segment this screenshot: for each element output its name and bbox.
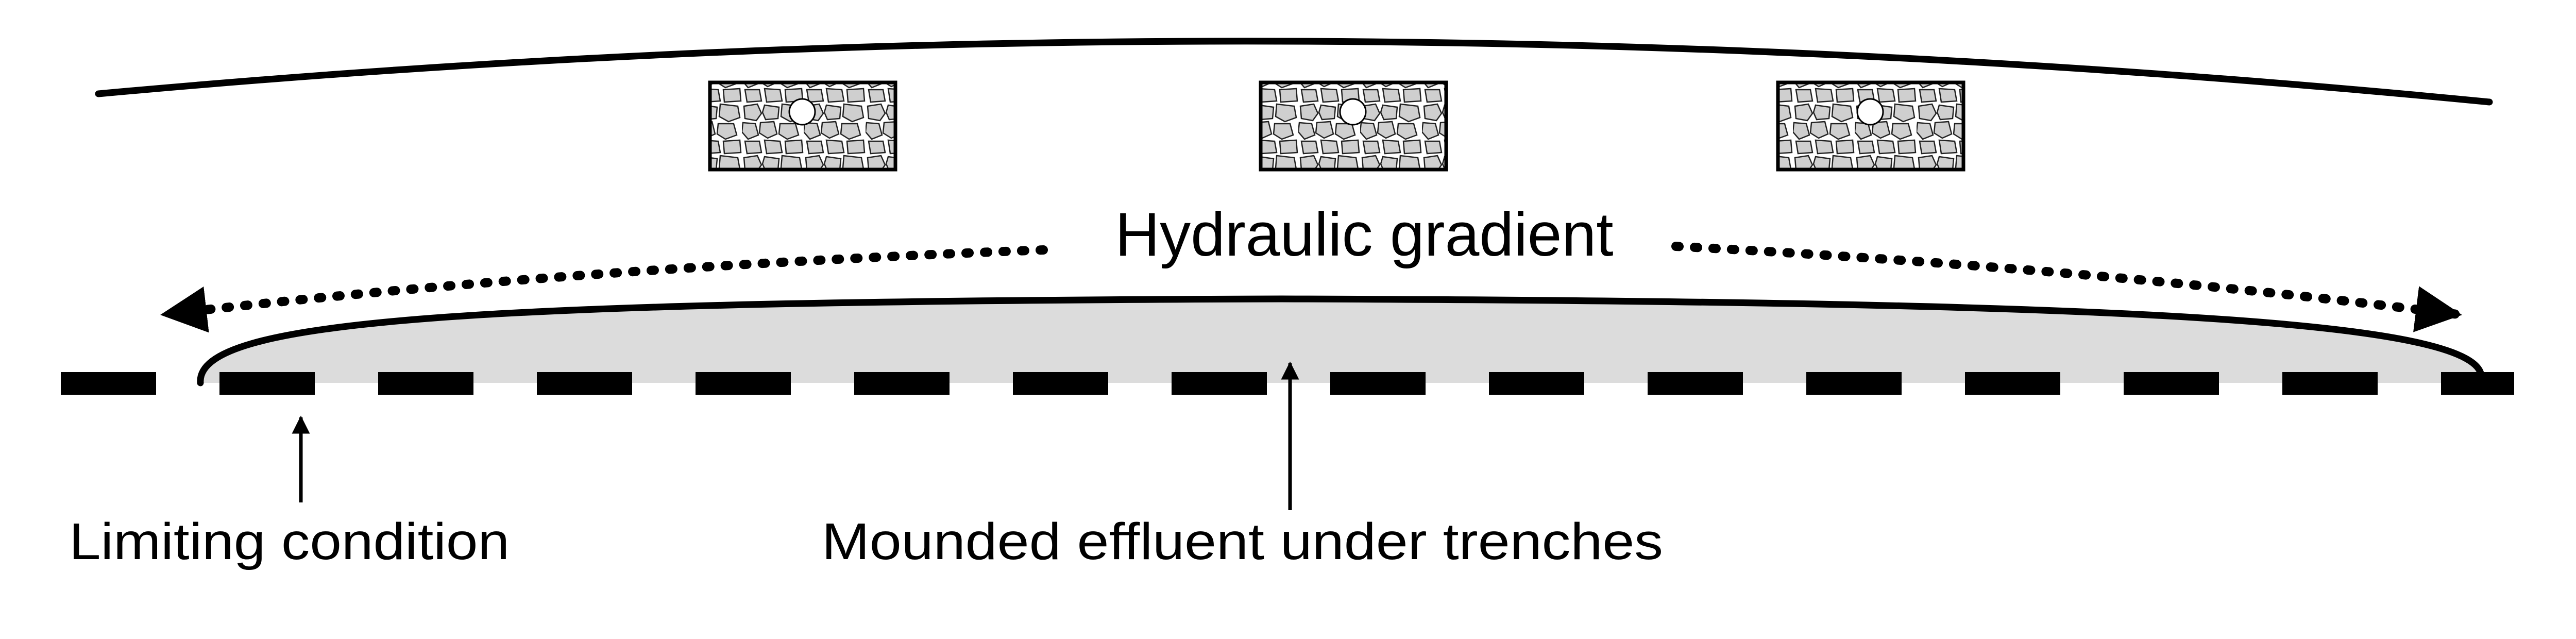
- limiting-layer-dash: [1965, 372, 2060, 395]
- hydraulic-gradient-label: Hydraulic gradient: [1115, 200, 1613, 269]
- limiting-layer-dash: [1489, 372, 1584, 395]
- limiting-layer-dash: [2441, 372, 2514, 395]
- gravel-trench: [1259, 80, 1448, 172]
- hydraulic-gradient-arrow-left: [160, 245, 1048, 333]
- mounded-effluent-label: Mounded effluent under trenches: [822, 513, 1663, 570]
- limiting-layer-dash: [219, 372, 315, 395]
- trench-right: [1776, 80, 1965, 172]
- limiting-layer-dash: [537, 372, 632, 395]
- hydraulic-gradient-arrow-right: [1671, 242, 2462, 332]
- limiting-condition-label: Limiting condition: [69, 513, 510, 570]
- distribution-pipe: [1856, 98, 1884, 126]
- limiting-layer-dash: [1172, 372, 1267, 395]
- limiting-layer-dash: [854, 372, 950, 395]
- ground-surface-line: [95, 38, 2493, 106]
- mound-outline: [197, 295, 2485, 386]
- limiting-layer-line: [61, 372, 2514, 395]
- limiting-layer-dash: [1013, 372, 1108, 395]
- limiting-layer-dash: [1806, 372, 1902, 395]
- distribution-pipe: [1339, 98, 1367, 126]
- limiting-layer-dash: [1648, 372, 1743, 395]
- limiting-layer-dash: [61, 372, 156, 395]
- effluent-mound: [200, 299, 2482, 383]
- limiting-layer-dash: [378, 372, 473, 395]
- trench-center: [1259, 80, 1448, 172]
- gravel-trench: [1776, 80, 1965, 172]
- limiting-layer-dash: [2124, 372, 2219, 395]
- limiting-layer-dash: [1330, 372, 1426, 395]
- trench-left: [708, 80, 897, 172]
- limiting-layer-dash: [2282, 372, 2378, 395]
- gravel-trench: [708, 80, 897, 172]
- distribution-pipe: [788, 98, 816, 126]
- limiting-layer-dash: [696, 372, 791, 395]
